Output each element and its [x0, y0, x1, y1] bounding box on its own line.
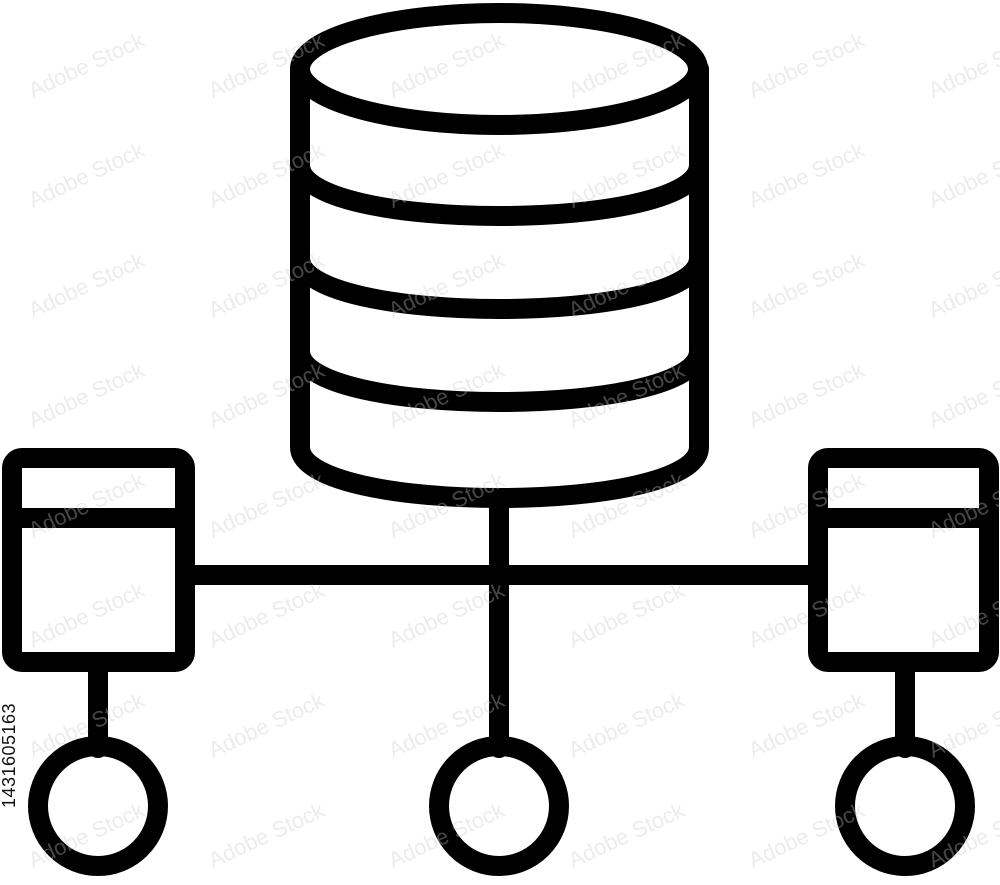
circle-node-icon	[28, 736, 168, 876]
database-disk-divider	[290, 248, 709, 319]
circle-node-icon	[429, 736, 569, 876]
stock-id-label: 1431605163	[0, 640, 30, 870]
connector-lines	[88, 495, 915, 758]
server-box-icon	[2, 448, 195, 672]
circle-node-icon	[835, 736, 975, 876]
stock-id-text: 1431605163	[0, 702, 20, 808]
database-disk-divider	[290, 341, 709, 412]
right-server-box	[808, 448, 999, 672]
left-server-box	[2, 448, 195, 672]
server-box-icon	[808, 448, 999, 672]
database-top-ellipse	[290, 3, 708, 135]
database-disk-divider	[290, 155, 709, 226]
database-cylinder-icon	[290, 3, 709, 508]
